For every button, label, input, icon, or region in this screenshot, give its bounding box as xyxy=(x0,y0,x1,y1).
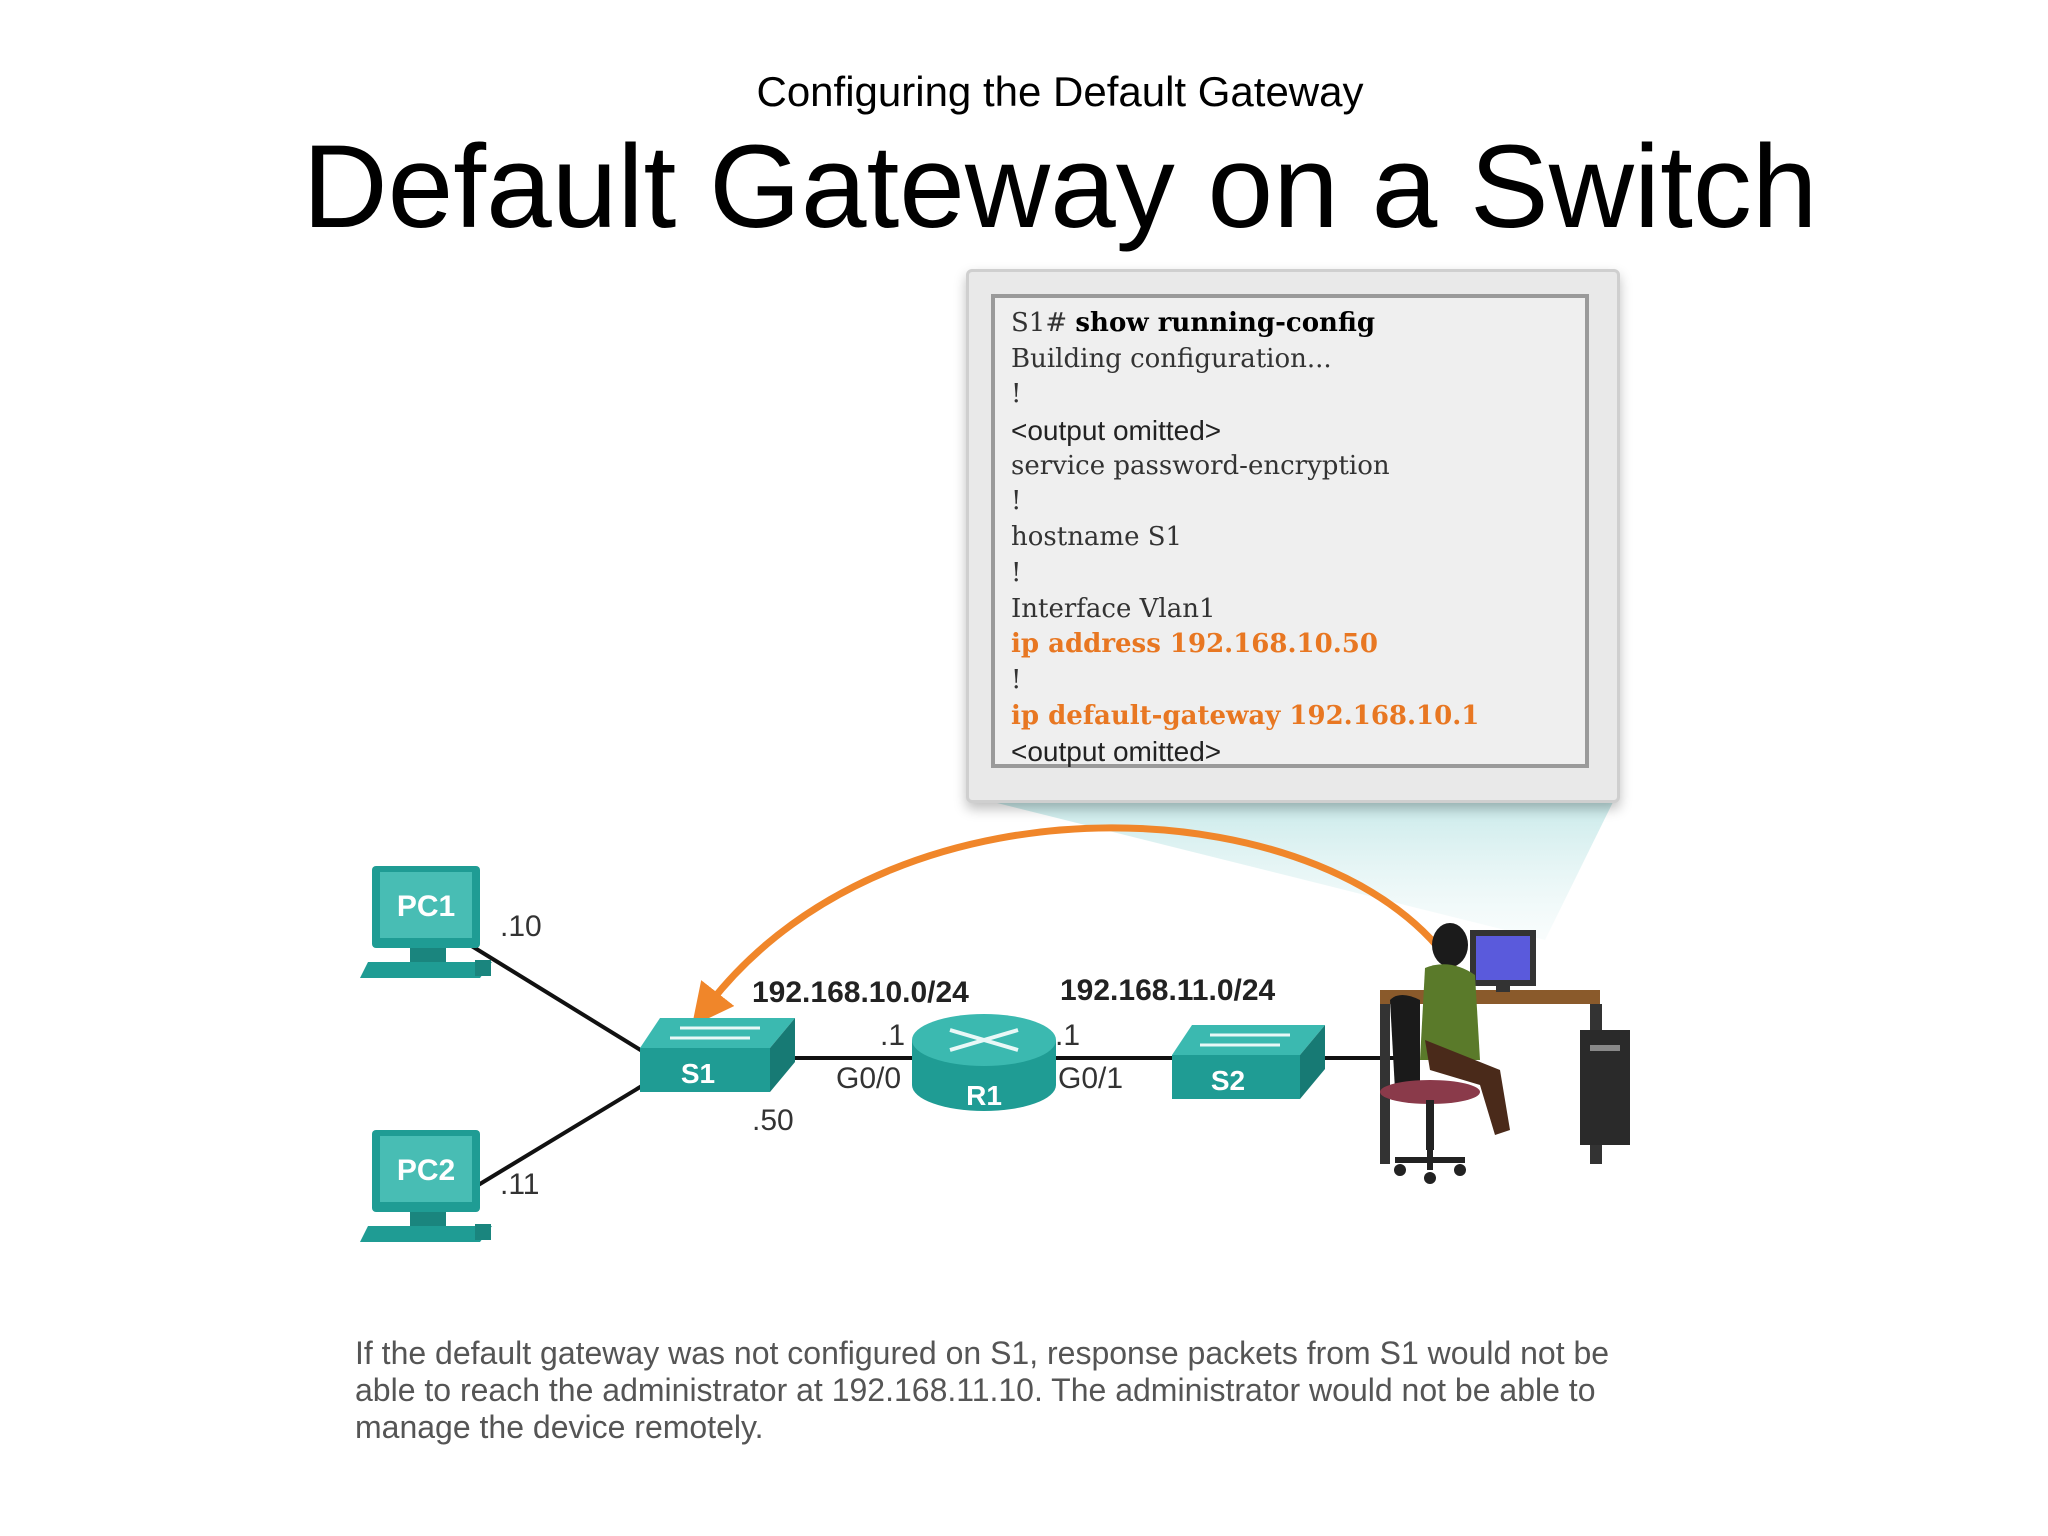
s1-address: .50 xyxy=(752,1104,794,1137)
config-line-default-gateway: ip default-gateway 192.168.10.1 xyxy=(1011,700,1480,731)
administrator-at-desk-icon xyxy=(1380,923,1630,1184)
cli-prompt: S1# xyxy=(1011,308,1076,338)
config-line: <output omitted> xyxy=(1011,736,1222,768)
config-line-ip-address: ip address 192.168.10.50 xyxy=(1011,629,1378,660)
pc1-icon: PC1 xyxy=(360,866,492,978)
r1-g01-address: .1 xyxy=(1055,1019,1080,1052)
slide-subtitle: Configuring the Default Gateway xyxy=(756,68,1364,115)
s2-switch-icon: S2 xyxy=(1172,1025,1325,1099)
callout-cone xyxy=(985,800,1614,940)
pc2-icon: PC2 xyxy=(360,1130,492,1242)
config-line: Building configuration... xyxy=(1011,343,1332,374)
r1-g01-interface: G0/1 xyxy=(1058,1062,1123,1095)
r1-router-icon: R1 xyxy=(912,1014,1056,1111)
running-config-panel: S1# show running-config Building configu… xyxy=(966,269,1620,803)
config-line-prompt: S1# show running-config xyxy=(1011,306,1585,342)
r1-label: R1 xyxy=(966,1080,1002,1111)
config-line: Interface Vlan1 xyxy=(1011,593,1216,624)
network-left-label: 192.168.10.0/24 xyxy=(752,976,969,1009)
network-right-label: 192.168.11.0/24 xyxy=(1060,974,1276,1007)
config-line: hostname S1 xyxy=(1011,522,1183,553)
link-pc1-s1 xyxy=(468,943,662,1064)
running-config-output: S1# show running-config Building configu… xyxy=(991,294,1589,768)
pc1-label: PC1 xyxy=(397,890,455,923)
return-path-arrow xyxy=(691,824,1458,1027)
pc1-address: .10 xyxy=(500,910,542,943)
link-pc2-s1 xyxy=(468,1073,662,1192)
pc2-address: .11 xyxy=(500,1168,539,1201)
pc2-label: PC2 xyxy=(397,1154,455,1187)
r1-g00-address: .1 xyxy=(880,1019,905,1052)
config-line: service password-encryption xyxy=(1011,450,1390,481)
config-line: ! xyxy=(1011,557,1022,588)
config-line: ! xyxy=(1011,379,1022,410)
config-line: ! xyxy=(1011,486,1022,517)
s1-switch-icon: S1 xyxy=(640,1018,795,1092)
s2-label: S2 xyxy=(1211,1065,1245,1096)
config-line: <output omitted> xyxy=(1011,415,1222,447)
cli-command: show running-config xyxy=(1075,308,1376,338)
r1-g00-interface: G0/0 xyxy=(836,1062,901,1095)
slide-caption: If the default gateway was not configure… xyxy=(355,1335,1610,1445)
s1-label: S1 xyxy=(681,1058,715,1089)
slide-title: Default Gateway on a Switch xyxy=(302,121,1818,253)
config-line: ! xyxy=(1011,664,1022,695)
